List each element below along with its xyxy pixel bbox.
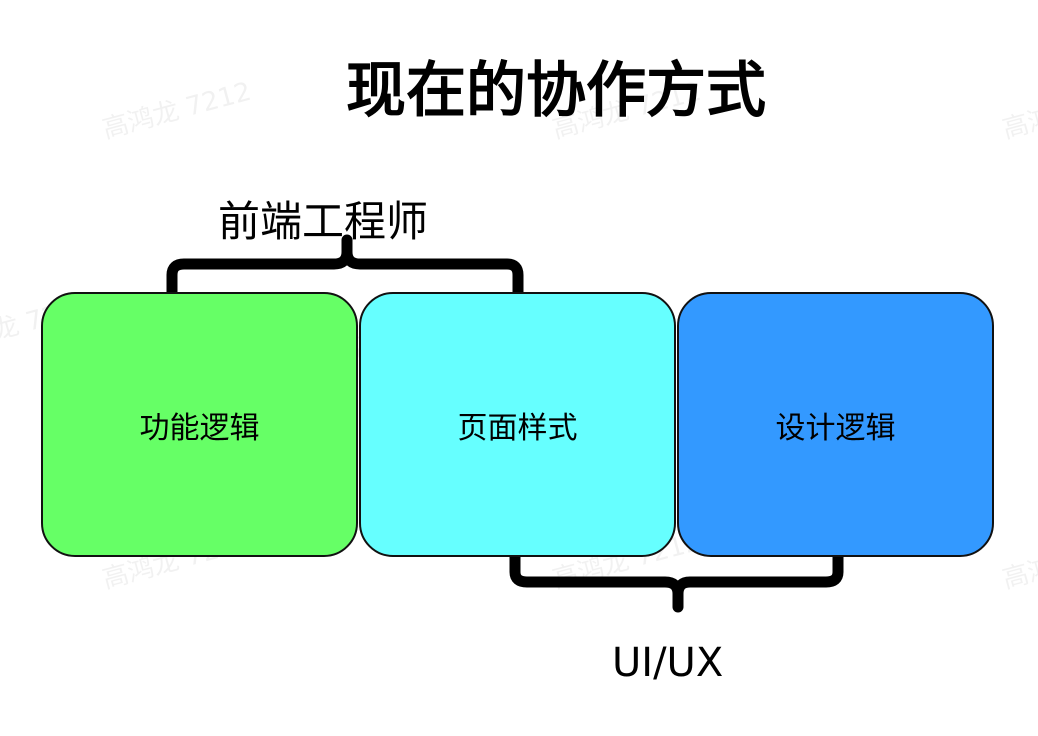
- box-label: 设计逻辑: [775, 410, 896, 446]
- ui-ux-label: UI/UX: [612, 640, 724, 686]
- bottom-brace: [509, 551, 844, 613]
- function-logic-box: 功能逻辑: [41, 292, 358, 557]
- page-title: 现在的协作方式: [346, 56, 766, 126]
- box-label: 功能逻辑: [139, 410, 260, 446]
- box-label: 页面样式: [457, 410, 578, 446]
- top-brace: [166, 234, 524, 298]
- frontend-engineer-label: 前端工程师: [218, 197, 429, 246]
- design-logic-box: 设计逻辑: [677, 292, 994, 557]
- page-style-box: 页面样式: [359, 292, 676, 557]
